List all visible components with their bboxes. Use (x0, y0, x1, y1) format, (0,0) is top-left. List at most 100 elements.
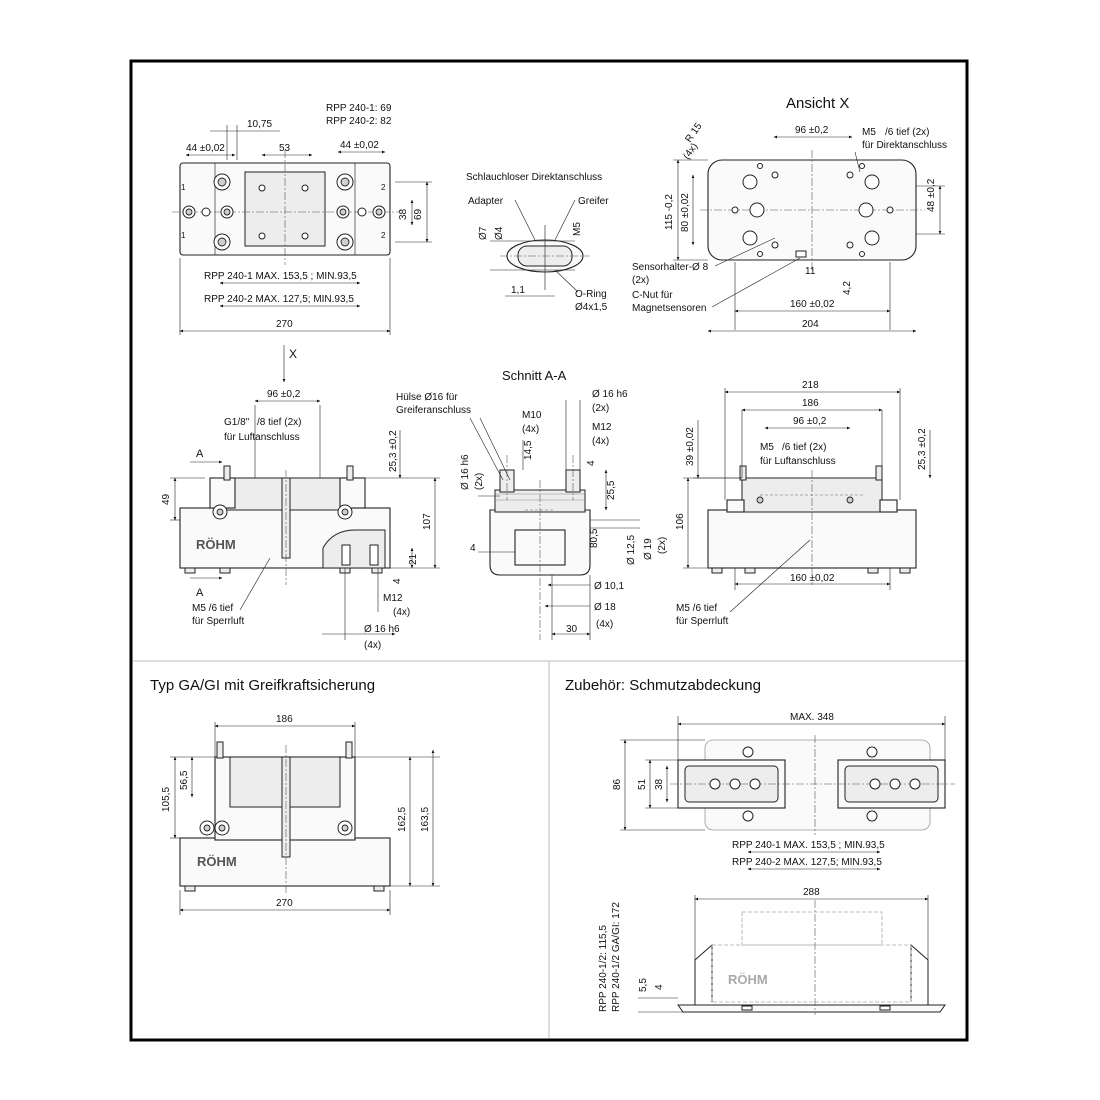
dim-49: 49 (161, 493, 172, 505)
zubehoer-side-dimensions: 288 RPP 240-1/2: 115,5 RPP 240-1/2 GA/GI… (598, 887, 929, 1013)
dim-d12-5: Ø 12,5 (626, 535, 637, 565)
d16-front: Ø 16 h6 (364, 624, 400, 635)
dim-39: 39 ±0,02 (685, 427, 696, 466)
g18-c: für Luftanschluss (224, 432, 300, 443)
dim-107: 107 (422, 513, 433, 530)
dim-d7: Ø7 (478, 226, 489, 240)
dim-163-5: 163,5 (420, 807, 431, 832)
m5-sperr-side-b: für Sperrluft (676, 616, 728, 627)
sensor-holder-b: (2x) (632, 275, 649, 286)
dim-max-348: MAX. 348 (790, 712, 834, 723)
dim-160-viewx: 160 ±0,02 (790, 299, 835, 310)
roehm-logo-typ: RÖHM (197, 854, 237, 869)
dim-96-viewx: 96 ±0,2 (795, 125, 829, 136)
label-greifer: Greifer (578, 196, 609, 207)
dim-4-section: 4 (586, 460, 597, 466)
dim-96-side: 96 ±0,2 (793, 416, 827, 427)
label-adapter: Adapter (468, 196, 504, 207)
zub-stroke-2: RPP 240-2 MAX. 127,5; MIN.93,5 (732, 857, 882, 868)
dim-d10-1: Ø 10,1 (594, 581, 624, 592)
port-2-label-bottom: 2 (381, 231, 386, 240)
direct-connection-detail: Schlauchloser Direktanschluss Adapter Gr… (466, 172, 609, 313)
dim-rpp240-1-height: RPP 240-1: 69 (326, 103, 392, 114)
m5-sperr-front-a: M5 /6 tief (192, 603, 233, 614)
m5-luft-a: M5 (760, 442, 774, 453)
huelse-a: Hülse Ø16 für (396, 392, 458, 403)
d16-front-count: (4x) (364, 640, 381, 651)
dim-51: 51 (637, 778, 648, 790)
front-view: RÖHM (179, 465, 391, 585)
dim-25-5: 25,5 (606, 480, 617, 500)
m5-direct-c: für Direktanschluss (862, 140, 947, 151)
zub-height-2: RPP 240-1/2 GA/GI: 172 (611, 902, 622, 1012)
roehm-logo-front: RÖHM (196, 537, 236, 552)
section-a-top: A (196, 448, 204, 460)
dim-44-right: 44 ±0,02 (340, 140, 379, 151)
m5-sperr-front-b: für Sperrluft (192, 616, 244, 627)
dim-38-zub: 38 (654, 778, 665, 790)
dim-14-5: 14,5 (523, 440, 534, 460)
zubehoer-cover-side: RÖHM (677, 900, 946, 1015)
side-view-dimensions: 218 186 96 ±0,2 M5 /6 tief (2x) für Luft… (675, 380, 932, 627)
dim-d16-left-count: (2x) (474, 473, 485, 490)
m12-section-count: (4x) (592, 436, 609, 447)
port-1-label-bottom: 1 (181, 231, 186, 240)
dim-204: 204 (802, 319, 819, 330)
section-a-bottom: A (196, 587, 204, 599)
m5-direct-a: M5 (862, 127, 876, 138)
front-view-dimensions: X 96 ±0,2 G1/8" /8 tief (2x) für Luftans… (161, 345, 440, 651)
dim-21: 21 (408, 553, 419, 565)
m5-direct-b: /6 tief (2x) (885, 127, 929, 138)
dim-96-front: 96 ±0,2 (267, 389, 301, 400)
dim-218: 218 (802, 380, 819, 391)
huelse-b: Greiferanschluss (396, 405, 471, 416)
dim-d4: Ø4 (494, 226, 505, 240)
m5-luft-b: /6 tief (2x) (782, 442, 826, 453)
sensor-holder-a: Sensorhalter-Ø 8 (632, 262, 709, 273)
port-1-label-top: 1 (181, 183, 186, 192)
top-view: 1 1 2 2 (172, 150, 400, 265)
dim-10-75: 10,75 (247, 119, 272, 130)
dim-rpp240-2-height: RPP 240-2: 82 (326, 116, 392, 127)
dim-80: 80 ±0,02 (680, 193, 691, 232)
dim-30: 30 (566, 624, 578, 635)
dim-105-5: 105,5 (161, 787, 172, 812)
dim-160-side: 160 ±0,02 (790, 573, 835, 584)
m10-label: M10 (522, 410, 542, 421)
top-view-dimensions: RPP 240-1: 69 RPP 240-2: 82 10,75 44 ±0,… (179, 103, 432, 335)
section-title: Schnitt A-A (502, 368, 567, 383)
dim-11-viewx: 11 (805, 266, 816, 277)
dim-69: 69 (413, 208, 424, 220)
dim-1-1: 1,1 (511, 285, 525, 296)
m5-luft-c: für Luftanschluss (760, 456, 836, 467)
side-view (707, 465, 917, 585)
dim-4-2: 4,2 (842, 281, 853, 295)
dim-56-5: 56,5 (179, 770, 190, 790)
dim-115: 115 -0,2 (664, 194, 675, 230)
label-oring: O-Ring (575, 289, 607, 300)
view-x: Ansicht X (700, 95, 925, 270)
dim-44-left: 44 ±0,02 (186, 143, 225, 154)
zubehoer-top-dimensions: MAX. 348 86 51 38 RPP 240-1 MAX. 153,5 ;… (612, 712, 946, 871)
dim-25-3-front: 25,3 ±0,2 (388, 430, 399, 472)
dim-53: 53 (279, 143, 291, 154)
dim-d19: Ø 19 (643, 538, 654, 560)
g18-b: /8 tief (2x) (257, 417, 301, 428)
m12-section: M12 (592, 422, 612, 433)
stroke-rpp240-1: RPP 240-1 MAX. 153,5 ; MIN.93,5 (204, 271, 357, 282)
view-x-title: Ansicht X (786, 95, 849, 112)
typ-title: Typ GA/GI mit Greifkraftsicherung (150, 677, 375, 694)
section-a-a: Schnitt A-A (489, 368, 591, 640)
dim-d18-count: (4x) (596, 619, 613, 630)
dim-m5: M5 (572, 222, 583, 236)
dim-d18: Ø 18 (594, 602, 616, 613)
dim-4-left: 4 (470, 543, 476, 554)
detail-title: Schlauchloser Direktanschluss (466, 172, 602, 183)
dim-4-zub: 4 (654, 984, 665, 990)
zubehoer-title: Zubehör: Schmutzabdeckung (565, 677, 761, 694)
view-x-marker: X (289, 347, 297, 361)
dim-270: 270 (276, 319, 293, 330)
dim-80-5: 80,5 (589, 528, 600, 548)
dim-86: 86 (612, 778, 623, 790)
